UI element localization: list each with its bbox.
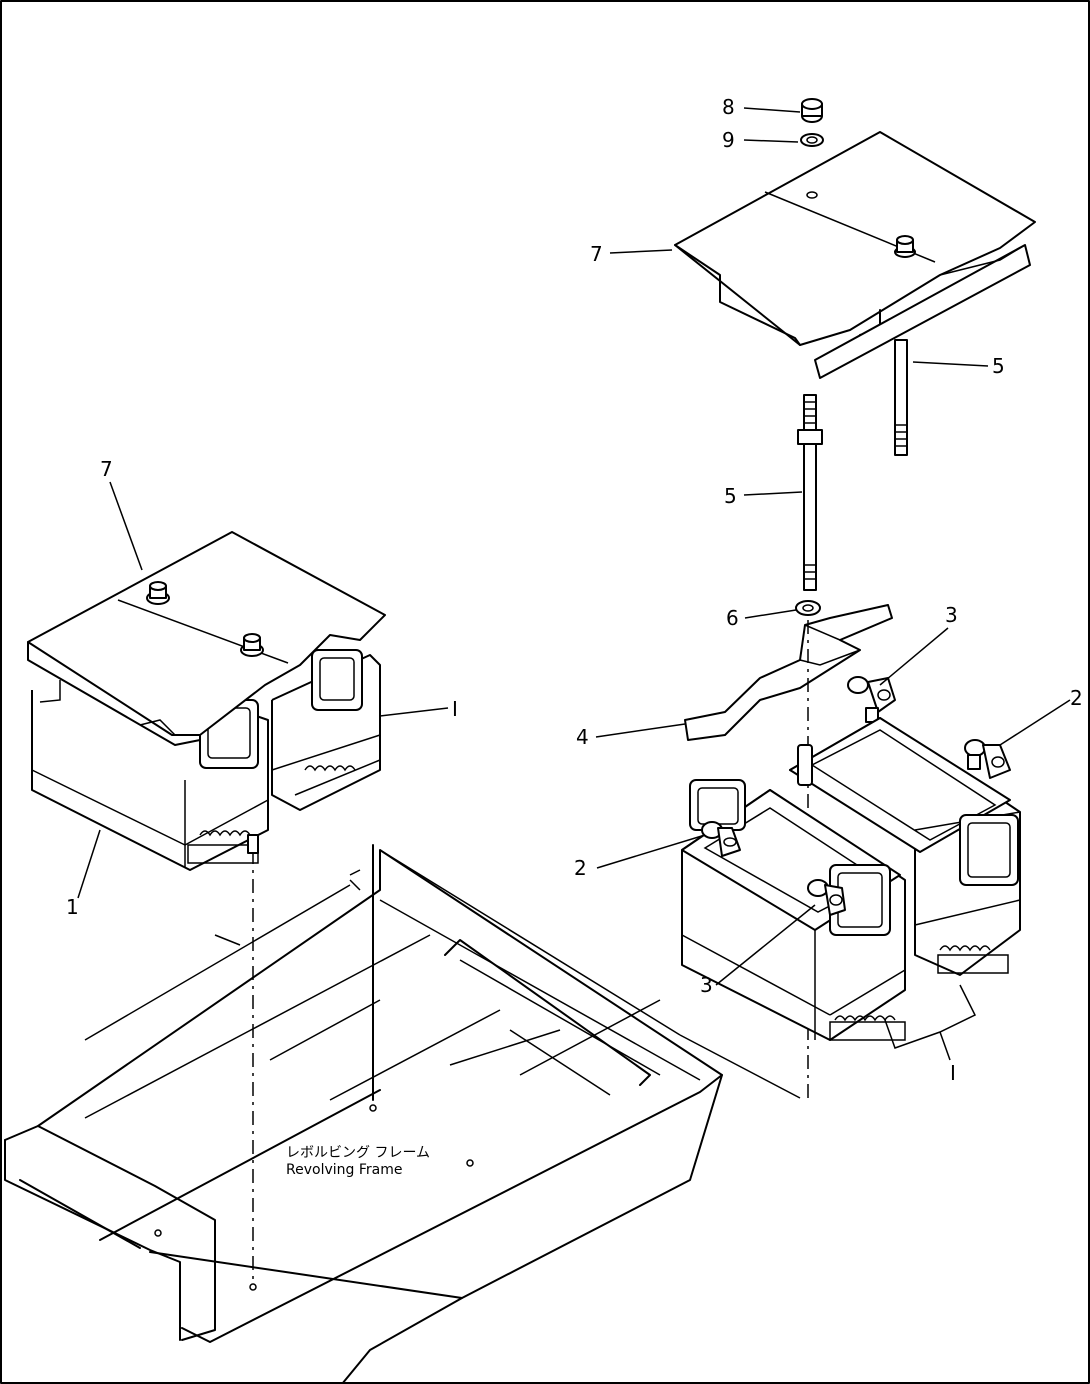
frame-label-english: Revolving Frame bbox=[286, 1162, 402, 1178]
callout-7-assembled: 7 bbox=[100, 457, 113, 481]
battery-set-right bbox=[379, 717, 1021, 1099]
callout-8: 8 bbox=[722, 95, 735, 119]
cover-part-7 bbox=[674, 131, 1036, 379]
assembled-battery-left bbox=[27, 531, 386, 871]
callout-5-right: 5 bbox=[992, 354, 1005, 378]
terminal-part-2 bbox=[701, 821, 741, 857]
clamp-part-4 bbox=[684, 604, 893, 741]
callout-2-front: 2 bbox=[574, 856, 587, 880]
hex-nut-icon bbox=[240, 633, 264, 657]
callout-7-exploded: 7 bbox=[590, 242, 603, 266]
washer-part-9 bbox=[800, 133, 824, 147]
callout-5-center: 5 bbox=[724, 484, 737, 508]
leader-lines bbox=[77, 107, 1071, 1061]
frame-label-japanese: レボルビング フレーム bbox=[286, 1145, 430, 1161]
callout-9: 9 bbox=[722, 128, 735, 152]
hex-nut-icon bbox=[146, 581, 170, 605]
callout-3-upper: 3 bbox=[945, 603, 958, 627]
callout-2-right: 2 bbox=[1070, 686, 1083, 710]
terminal-part-3 bbox=[847, 676, 896, 723]
callout-I-right: I bbox=[950, 1061, 956, 1085]
callout-4: 4 bbox=[576, 725, 589, 749]
callout-I-left: I bbox=[452, 697, 458, 721]
revolving-frame bbox=[4, 849, 723, 1384]
terminal-part-2 bbox=[964, 739, 1011, 779]
callout-1: 1 bbox=[66, 895, 79, 919]
callout-3-lower: 3 bbox=[700, 973, 713, 997]
terminal-part-3 bbox=[807, 879, 846, 916]
rod-part-5-right bbox=[894, 339, 908, 456]
rod-part-5-center bbox=[797, 394, 823, 591]
callout-6: 6 bbox=[726, 606, 739, 630]
nut-part-8 bbox=[801, 98, 823, 123]
hex-nut-icon bbox=[894, 235, 916, 258]
washer-part-6 bbox=[795, 600, 821, 616]
